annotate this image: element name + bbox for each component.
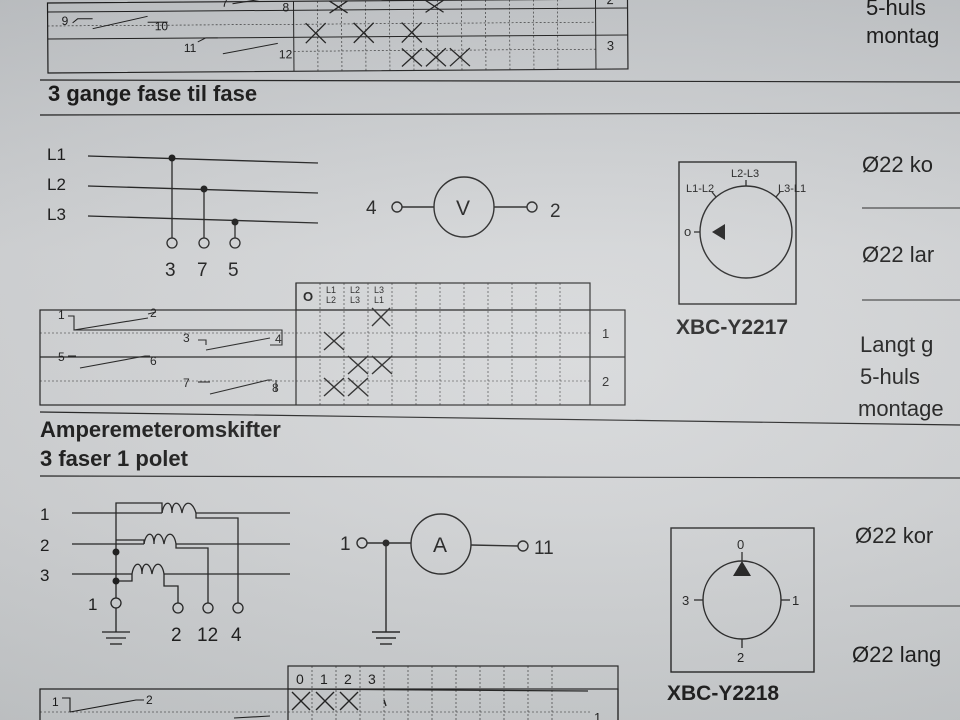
selector-dial: L1-L2 L2-L3 L3-L1 o XBC-Y2217 <box>676 161 806 339</box>
row-number: 1 <box>602 326 609 341</box>
terminal-label: 3 <box>165 260 176 281</box>
contact-label: 4 <box>275 332 282 346</box>
dial-position: L1-L2 <box>686 183 714 195</box>
top-partial-table: 9 10 11 12 7 8 2 3 <box>46 0 629 74</box>
svg-text:Ø22 lang: Ø22 lang <box>852 642 941 667</box>
svg-text:Ø22 lar: Ø22 lar <box>862 242 934 267</box>
section-title: Amperemeteromskifter <box>40 417 281 442</box>
row-number: 3 <box>607 38 614 53</box>
contact-label: 7 <box>221 0 228 10</box>
svg-text:L1: L1 <box>374 295 384 305</box>
section-subtitle: 3 faser 1 polet <box>40 446 189 471</box>
terminal-label: 2 <box>550 201 561 222</box>
table-header: O <box>303 289 313 304</box>
table-header: 1 <box>320 671 328 687</box>
line-label: 2 <box>40 536 49 555</box>
switching-table: 0 1 2 3 1 1 2 <box>39 665 619 720</box>
terminal-label: 7 <box>197 260 208 281</box>
contact-label: 3 <box>183 331 190 345</box>
model-number: XBC-Y2218 <box>667 682 779 705</box>
section-title: 3 gange fase til fase <box>48 81 257 106</box>
phase-lines-diagram: L1 L2 L3 3 7 5 <box>47 145 319 281</box>
dial-position: o <box>684 224 691 239</box>
contact-label: 1 <box>52 695 59 709</box>
terminal-label: 4 <box>366 198 377 219</box>
dial-position: L3-L1 <box>778 183 806 195</box>
svg-text:Ø22 kor: Ø22 kor <box>855 523 933 548</box>
contact-label: 5 <box>58 350 65 364</box>
contact-label: 7 <box>183 376 190 390</box>
svg-text:L3: L3 <box>374 285 384 295</box>
ammeter-lines-diagram: 1 2 3 1 <box>40 502 290 646</box>
terminal-label: 2 <box>171 625 182 646</box>
contact-label: 2 <box>150 306 157 320</box>
dial-position: 1 <box>792 593 799 608</box>
svg-text:L1: L1 <box>326 285 336 295</box>
contact-label: 10 <box>155 19 169 33</box>
voltmeter-symbol: V 4 2 <box>366 176 561 238</box>
table-header: 2 <box>344 671 352 687</box>
contact-label: 2 <box>146 693 153 707</box>
terminal-label: 11 <box>534 538 554 559</box>
contact-label: 8 <box>282 0 289 14</box>
row-number: 2 <box>606 0 613 7</box>
right-column-text: Ø22 ko Ø22 lar Langt g 5-huls montage <box>858 152 960 421</box>
right-column-text: Ø22 kor Ø22 lang <box>850 523 960 667</box>
meter-symbol: A <box>433 534 447 557</box>
line-label: 3 <box>40 566 49 585</box>
right-text: montag <box>866 23 939 48</box>
line-label: L2 <box>47 175 66 194</box>
contact-label: 6 <box>150 354 157 368</box>
contact-label: 9 <box>62 14 69 28</box>
dial-position: 2 <box>737 650 744 665</box>
dial-position: 0 <box>737 537 744 552</box>
row-number: 1 <box>594 710 601 720</box>
terminal-label: 4 <box>231 625 242 646</box>
svg-text:Langt g: Langt g <box>860 332 933 357</box>
contact-label: 1 <box>58 308 65 322</box>
dial-position: 3 <box>682 593 689 608</box>
line-label: 1 <box>40 505 49 524</box>
svg-text:5-huls: 5-huls <box>860 364 920 389</box>
terminal-label: 5 <box>228 260 239 281</box>
svg-text:L3: L3 <box>350 295 360 305</box>
row-number: 2 <box>602 374 609 389</box>
svg-text:montage: montage <box>858 396 944 421</box>
contact-label: 12 <box>279 47 293 61</box>
line-label: L1 <box>47 145 66 164</box>
line-label: L3 <box>47 205 66 224</box>
terminal-label: 1 <box>340 534 351 555</box>
right-text: 5-huls <box>866 0 926 20</box>
svg-text:L2: L2 <box>350 285 360 295</box>
table-header: 3 <box>368 671 376 687</box>
svg-text:Ø22 ko: Ø22 ko <box>862 152 933 177</box>
svg-text:L2: L2 <box>326 295 336 305</box>
meter-symbol: V <box>456 197 470 220</box>
selector-dial: 0 1 2 3 XBC-Y2218 <box>667 527 815 705</box>
terminal-label: 12 <box>197 625 218 646</box>
ammeter-symbol: A 1 11 <box>340 513 554 645</box>
contact-label: 8 <box>272 381 279 395</box>
table-header: 0 <box>296 671 304 687</box>
contact-label: 11 <box>184 41 197 55</box>
terminal-label: 1 <box>88 595 97 614</box>
model-number: XBC-Y2217 <box>676 316 788 339</box>
dial-position: L2-L3 <box>731 168 759 180</box>
